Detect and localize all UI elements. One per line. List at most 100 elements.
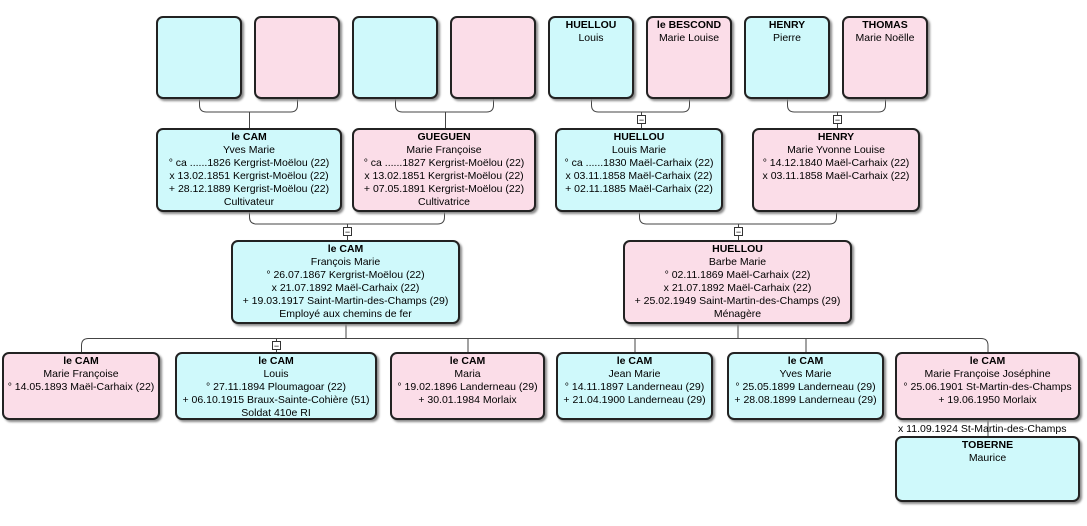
collapse-toggle[interactable]: − [637, 114, 646, 125]
event-line: ° ca ......1826 Kergrist-Moëlou (22) [168, 157, 330, 169]
event-line: Soldat 410e RI [241, 407, 311, 419]
person-box-p4[interactable] [450, 16, 536, 99]
event-line: ° 14.05.1893 Maël-Carhaix (22) [7, 381, 155, 393]
event-line: + 19.06.1950 Morlaix [938, 394, 1037, 406]
event-line: + 30.01.1984 Morlaix [418, 394, 517, 406]
event-line: Cultivateur [223, 196, 275, 208]
event-line: ° 19.02.1896 Landerneau (29) [397, 381, 538, 393]
event-line: + 28.08.1899 Landerneau (29) [734, 394, 877, 406]
surname: TOBERNE [961, 439, 1014, 451]
marriage-note: x 11.09.1924 St-Martin-des-Champs [898, 423, 1067, 435]
given-names: Louis [263, 368, 289, 380]
given-names: Marie Noëlle [855, 32, 915, 44]
event-line: x 21.07.1892 Maël-Carhaix (22) [663, 282, 812, 294]
surname: HUELLOU [613, 131, 665, 143]
collapse-toggle[interactable]: − [734, 226, 743, 237]
event-line: x 03.11.1858 Maël-Carhaix (22) [762, 170, 910, 182]
given-names: Louis Marie [611, 144, 667, 156]
connector-line [249, 212, 445, 225]
given-names: Marie Louise [658, 32, 720, 44]
given-names: Marie Françoise [43, 368, 119, 380]
event-line: ° 25.05.1899 Landerneau (29) [735, 381, 876, 393]
surname: HENRY [768, 19, 806, 31]
event-line: ° 02.11.1869 Maël-Carhaix (22) [664, 269, 811, 281]
given-names: Marie Françoise Joséphine [924, 368, 1051, 380]
surname: HUELLOU [712, 243, 763, 255]
given-names: Maurice [968, 452, 1007, 464]
event-line: x 13.02.1851 Kergrist-Moëlou (22) [364, 170, 524, 182]
event-line: ° ca ......1830 Maël-Carhaix (22) [564, 157, 714, 169]
given-names: Jean Marie [608, 368, 661, 380]
person-box-p1[interactable] [156, 16, 242, 99]
connector-line [199, 99, 298, 113]
connector-line [639, 212, 837, 225]
surname: HENRY [817, 131, 855, 143]
collapse-toggle[interactable]: − [272, 341, 281, 351]
given-names: Marie Françoise [406, 144, 482, 156]
surname: le CAM [63, 355, 99, 367]
event-line: ° 14.12.1840 Maël-Carhaix (22) [762, 157, 910, 169]
connector-line [787, 99, 886, 113]
event-line: x 13.02.1851 Kergrist-Moëlou (22) [169, 170, 329, 182]
event-line: + 25.02.1949 Saint-Martin-des-Champs (29… [634, 295, 841, 307]
surname: HUELLOU [565, 19, 617, 31]
connector-line [395, 99, 494, 113]
given-names: Yves Marie [779, 368, 832, 380]
collapse-toggle[interactable]: − [833, 114, 842, 125]
given-names: Yves Marie [223, 144, 275, 156]
event-line: + 07.05.1891 Kergrist-Moëlou (22) [363, 183, 525, 195]
surname: le CAM [258, 355, 294, 367]
event-line: x 21.07.1892 Maël-Carhaix (22) [271, 282, 420, 294]
given-names: Maria [454, 368, 481, 380]
surname: le CAM [969, 355, 1006, 367]
surname: le CAM [327, 243, 364, 255]
given-names: Marie Yvonne Louise [787, 144, 885, 156]
event-line: + 06.10.1915 Braux-Sainte-Cohière (51) [182, 394, 370, 406]
person-box-p3[interactable] [352, 16, 438, 99]
surname: le CAM [616, 355, 653, 367]
event-line: x 03.11.1858 Maël-Carhaix (22) [565, 170, 713, 182]
surname: THOMAS [862, 19, 908, 31]
surname: le BESCOND [656, 19, 722, 31]
event-line: + 02.11.1885 Maël-Carhaix (22) [565, 183, 713, 195]
event-line: ° 27.11.1894 Ploumagoar (22) [205, 381, 346, 393]
event-line: + 28.12.1889 Kergrist-Moëlou (22) [168, 183, 330, 195]
event-line: ° 26.07.1867 Kergrist-Moëlou (22) [266, 269, 425, 281]
event-line: Cultivatrice [418, 196, 470, 208]
event-line: + 19.03.1917 Saint-Martin-des-Champs (29… [242, 295, 449, 307]
person-box-p2[interactable] [254, 16, 340, 99]
event-line: Ménagère [713, 308, 762, 320]
surname: le CAM [231, 131, 267, 143]
given-names: Louis [578, 32, 604, 44]
collapse-toggle[interactable]: − [343, 226, 352, 237]
connector-line [81, 338, 989, 352]
given-names: Barbe Marie [708, 256, 767, 268]
event-line: + 21.04.1900 Landerneau (29) [563, 394, 706, 406]
event-line: Employé aux chemins de fer [279, 308, 412, 320]
surname: GUEGUEN [417, 131, 471, 143]
event-line: ° 25.06.1901 St-Martin-des-Champs [903, 381, 1072, 393]
connector-line [591, 99, 690, 113]
event-line: ° ca ......1827 Kergrist-Moëlou (22) [363, 157, 525, 169]
event-line: ° 14.11.1897 Landerneau (29) [564, 381, 705, 393]
given-names: Pierre [772, 32, 801, 44]
surname: le CAM [787, 355, 824, 367]
